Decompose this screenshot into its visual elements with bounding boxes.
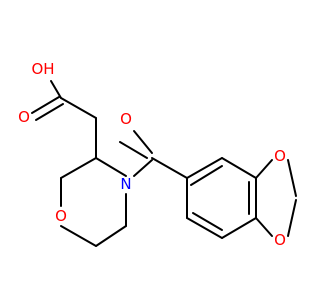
structure-canvas: OH O O N O O O	[18, 60, 297, 249]
bond-ar-4	[221, 217, 257, 239]
bond-c-o-double-1	[31, 96, 60, 114]
atom-n-morpholine: N	[120, 175, 131, 193]
atom-o-carbonyl-amide: O	[120, 110, 132, 128]
bond-c3-n	[95, 157, 127, 177]
bond-ar-5-inner	[192, 212, 223, 231]
bond-o-ar-bottom	[255, 217, 273, 237]
bond-ar-1	[186, 157, 223, 179]
bond-c-o-amide-2	[133, 130, 153, 154]
atom-o-dioxole-top: O	[274, 147, 286, 165]
bond-n-c-amide	[133, 159, 153, 177]
bond-c6-c5	[95, 225, 127, 247]
bond-ch2-o-bottom	[287, 199, 297, 237]
atom-oh-label: OH	[31, 60, 54, 78]
bond-ar-1-inner	[190, 165, 223, 186]
bond-o-ch2-top	[287, 159, 297, 197]
bond-c-o-double-2	[35, 103, 64, 121]
bond-c-o-amide-1	[119, 141, 148, 159]
bond-o-c6	[60, 225, 97, 247]
bond-c3-c2	[60, 157, 97, 179]
bond-ar-5	[186, 217, 223, 239]
molecule-structure: OH O O N O O O	[18, 60, 297, 249]
atom-o-morpholine: O	[55, 207, 67, 225]
bond-cooh-ch2	[60, 97, 97, 119]
bond-c-aryl	[151, 157, 188, 179]
bond-ar-o-top	[255, 159, 273, 179]
bond-ar-2	[221, 157, 257, 179]
atom-o-dioxole-bottom: O	[274, 231, 286, 249]
atom-o-carbonyl-acid: O	[18, 108, 30, 126]
bond-oh-c	[50, 80, 62, 99]
